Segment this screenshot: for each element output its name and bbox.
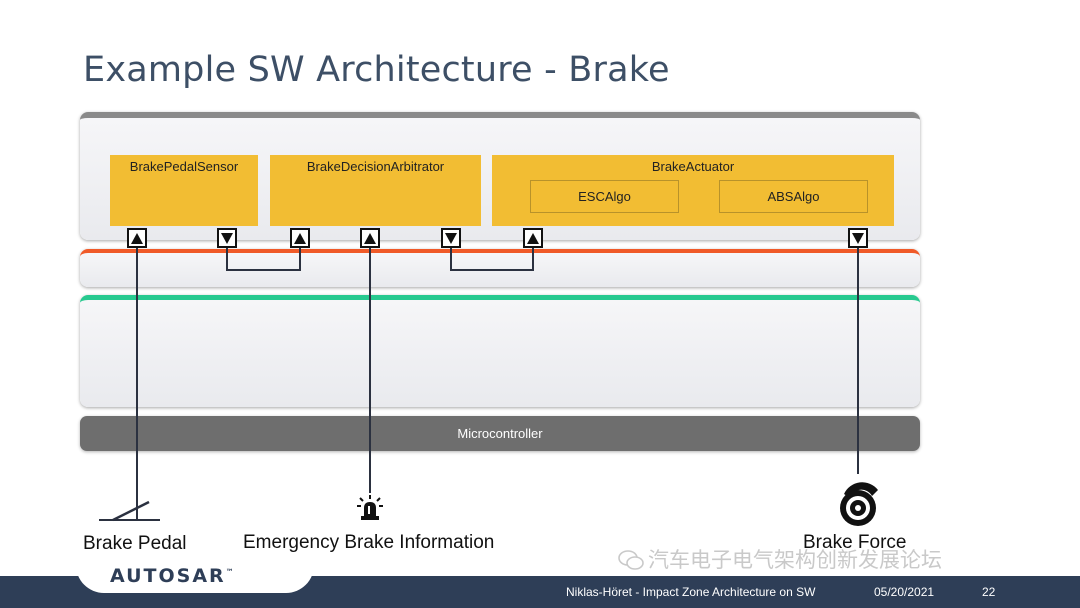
port-out: [217, 228, 237, 248]
esc-algo-subcomponent: ESCAlgo: [530, 180, 679, 213]
component-label: BrakePedalSensor: [129, 159, 239, 174]
microcontroller-layer: Microcontroller: [80, 416, 920, 451]
page-title: Example SW Architecture - Brake: [83, 50, 670, 90]
arrow-up-icon: [294, 232, 306, 244]
pedal-icon: [99, 500, 160, 522]
arrow-up-icon: [364, 232, 376, 244]
arrow-down-icon: [852, 232, 864, 244]
component-label: BrakeDecisionArbitrator: [306, 159, 445, 174]
arrow-down-icon: [445, 232, 457, 244]
wechat-icon: [618, 550, 644, 570]
brake-pedal-sensor-component: BrakePedalSensor: [110, 155, 258, 226]
footer-presenter: Niklas-Höret - Impact Zone Architecture …: [566, 585, 816, 599]
warning-beacon-icon: [357, 495, 383, 520]
arrow-down-icon: [221, 232, 233, 244]
brake-actuator-component: BrakeActuator ESCAlgo ABSAlgo: [492, 155, 894, 226]
port-in: [127, 228, 147, 248]
connector-line: [226, 248, 228, 271]
autosar-logo: AUTOSAR™: [110, 565, 234, 587]
watermark-text: 汽车电子电气架构创新发展论坛: [648, 548, 942, 572]
brake-pedal-label: Brake Pedal: [83, 533, 187, 554]
brake-disc-icon: [840, 482, 878, 526]
emergency-signal-line: [369, 248, 371, 493]
arrow-up-icon: [131, 232, 143, 244]
brake-force-label: Brake Force: [803, 532, 907, 553]
port-out: [441, 228, 461, 248]
footer-date: 05/20/2021: [874, 585, 935, 599]
port-in: [523, 228, 543, 248]
port-out: [848, 228, 868, 248]
arrow-up-icon: [527, 232, 539, 244]
port-in: [290, 228, 310, 248]
footer-page-number: 22: [982, 585, 996, 599]
brake-decision-arbitrator-component: BrakeDecisionArbitrator: [270, 155, 481, 226]
connector-line: [450, 248, 452, 271]
abs-algo-subcomponent: ABSAlgo: [719, 180, 868, 213]
logo-background: [76, 561, 314, 593]
port-in: [360, 228, 380, 248]
brake-pedal-signal-line: [136, 248, 138, 520]
logo-text: AUTOSAR: [110, 565, 226, 587]
connector-line: [450, 269, 534, 271]
emergency-brake-label: Emergency Brake Information: [243, 532, 495, 553]
rte-layer: [80, 249, 920, 287]
brake-force-signal-line: [857, 248, 859, 474]
component-label: BrakeActuator: [651, 159, 735, 174]
connector-line: [299, 248, 301, 271]
basic-software-layer: [80, 295, 920, 407]
connector-line: [532, 248, 534, 271]
watermark: 汽车电子电气架构创新发展论坛: [618, 544, 942, 574]
connector-line: [226, 269, 301, 271]
